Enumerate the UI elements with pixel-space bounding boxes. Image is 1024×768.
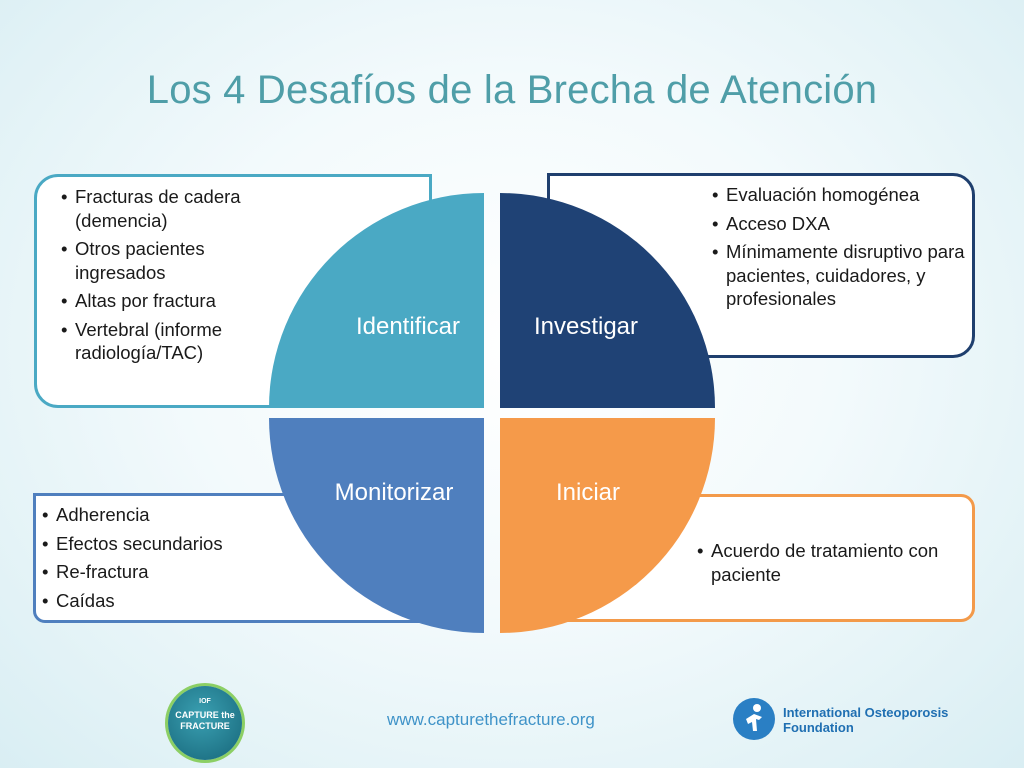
identificar-label: Identificar — [355, 313, 461, 340]
ctf-logo-line: CAPTURE the — [175, 710, 235, 720]
slide-title: Los 4 Desafíos de la Brecha de Atención — [146, 68, 878, 112]
investigar-quadrant — [500, 193, 715, 408]
monitorizar-label: Monitorizar — [334, 479, 454, 506]
website-link[interactable]: www.capturethefracture.org — [387, 710, 595, 729]
list-item: Mínimamente disruptivo para pacientes, c… — [712, 240, 974, 311]
list-item: Acuerdo de tratamiento con paciente — [697, 539, 967, 586]
list-item: Fracturas de cadera (demencia) — [61, 185, 291, 232]
iniciar-list: Acuerdo de tratamiento con paciente — [697, 539, 967, 591]
monitorizar-list: Adherencia Efectos secundarios Re-fractu… — [42, 503, 287, 617]
list-item: Efectos secundarios — [42, 532, 287, 556]
capture-the-fracture-logo: IOF CAPTURE the FRACTURE — [168, 686, 242, 760]
ctf-logo-line: IOF — [199, 698, 211, 705]
list-item: Re-fractura — [42, 560, 287, 584]
list-item: Caídas — [42, 589, 287, 613]
monitorizar-quadrant — [269, 418, 484, 633]
iof-name-line: International Osteoporosis — [783, 705, 949, 720]
list-item: Otros pacientes ingresados — [61, 237, 291, 284]
list-item: Acceso DXA — [712, 212, 974, 236]
list-item: Evaluación homogénea — [712, 183, 974, 207]
list-item: Adherencia — [42, 503, 287, 527]
iof-name-line: Foundation — [783, 720, 854, 735]
list-item: Altas por fractura — [61, 289, 291, 313]
iniciar-quadrant — [500, 418, 715, 633]
identificar-quadrant — [269, 193, 484, 408]
investigar-label: Investigar — [533, 313, 639, 340]
list-item: Vertebral (informe radiología/TAC) — [61, 318, 291, 365]
investigar-list: Evaluación homogénea Acceso DXA Mínimame… — [712, 183, 974, 316]
iof-figure-icon — [733, 698, 775, 740]
identificar-list: Fracturas de cadera (demencia) Otros pac… — [61, 185, 291, 370]
ctf-logo-line: FRACTURE — [180, 721, 230, 731]
iof-logo-text: International Osteoporosis Foundation — [783, 705, 948, 735]
iniciar-label: Iniciar — [555, 479, 621, 506]
